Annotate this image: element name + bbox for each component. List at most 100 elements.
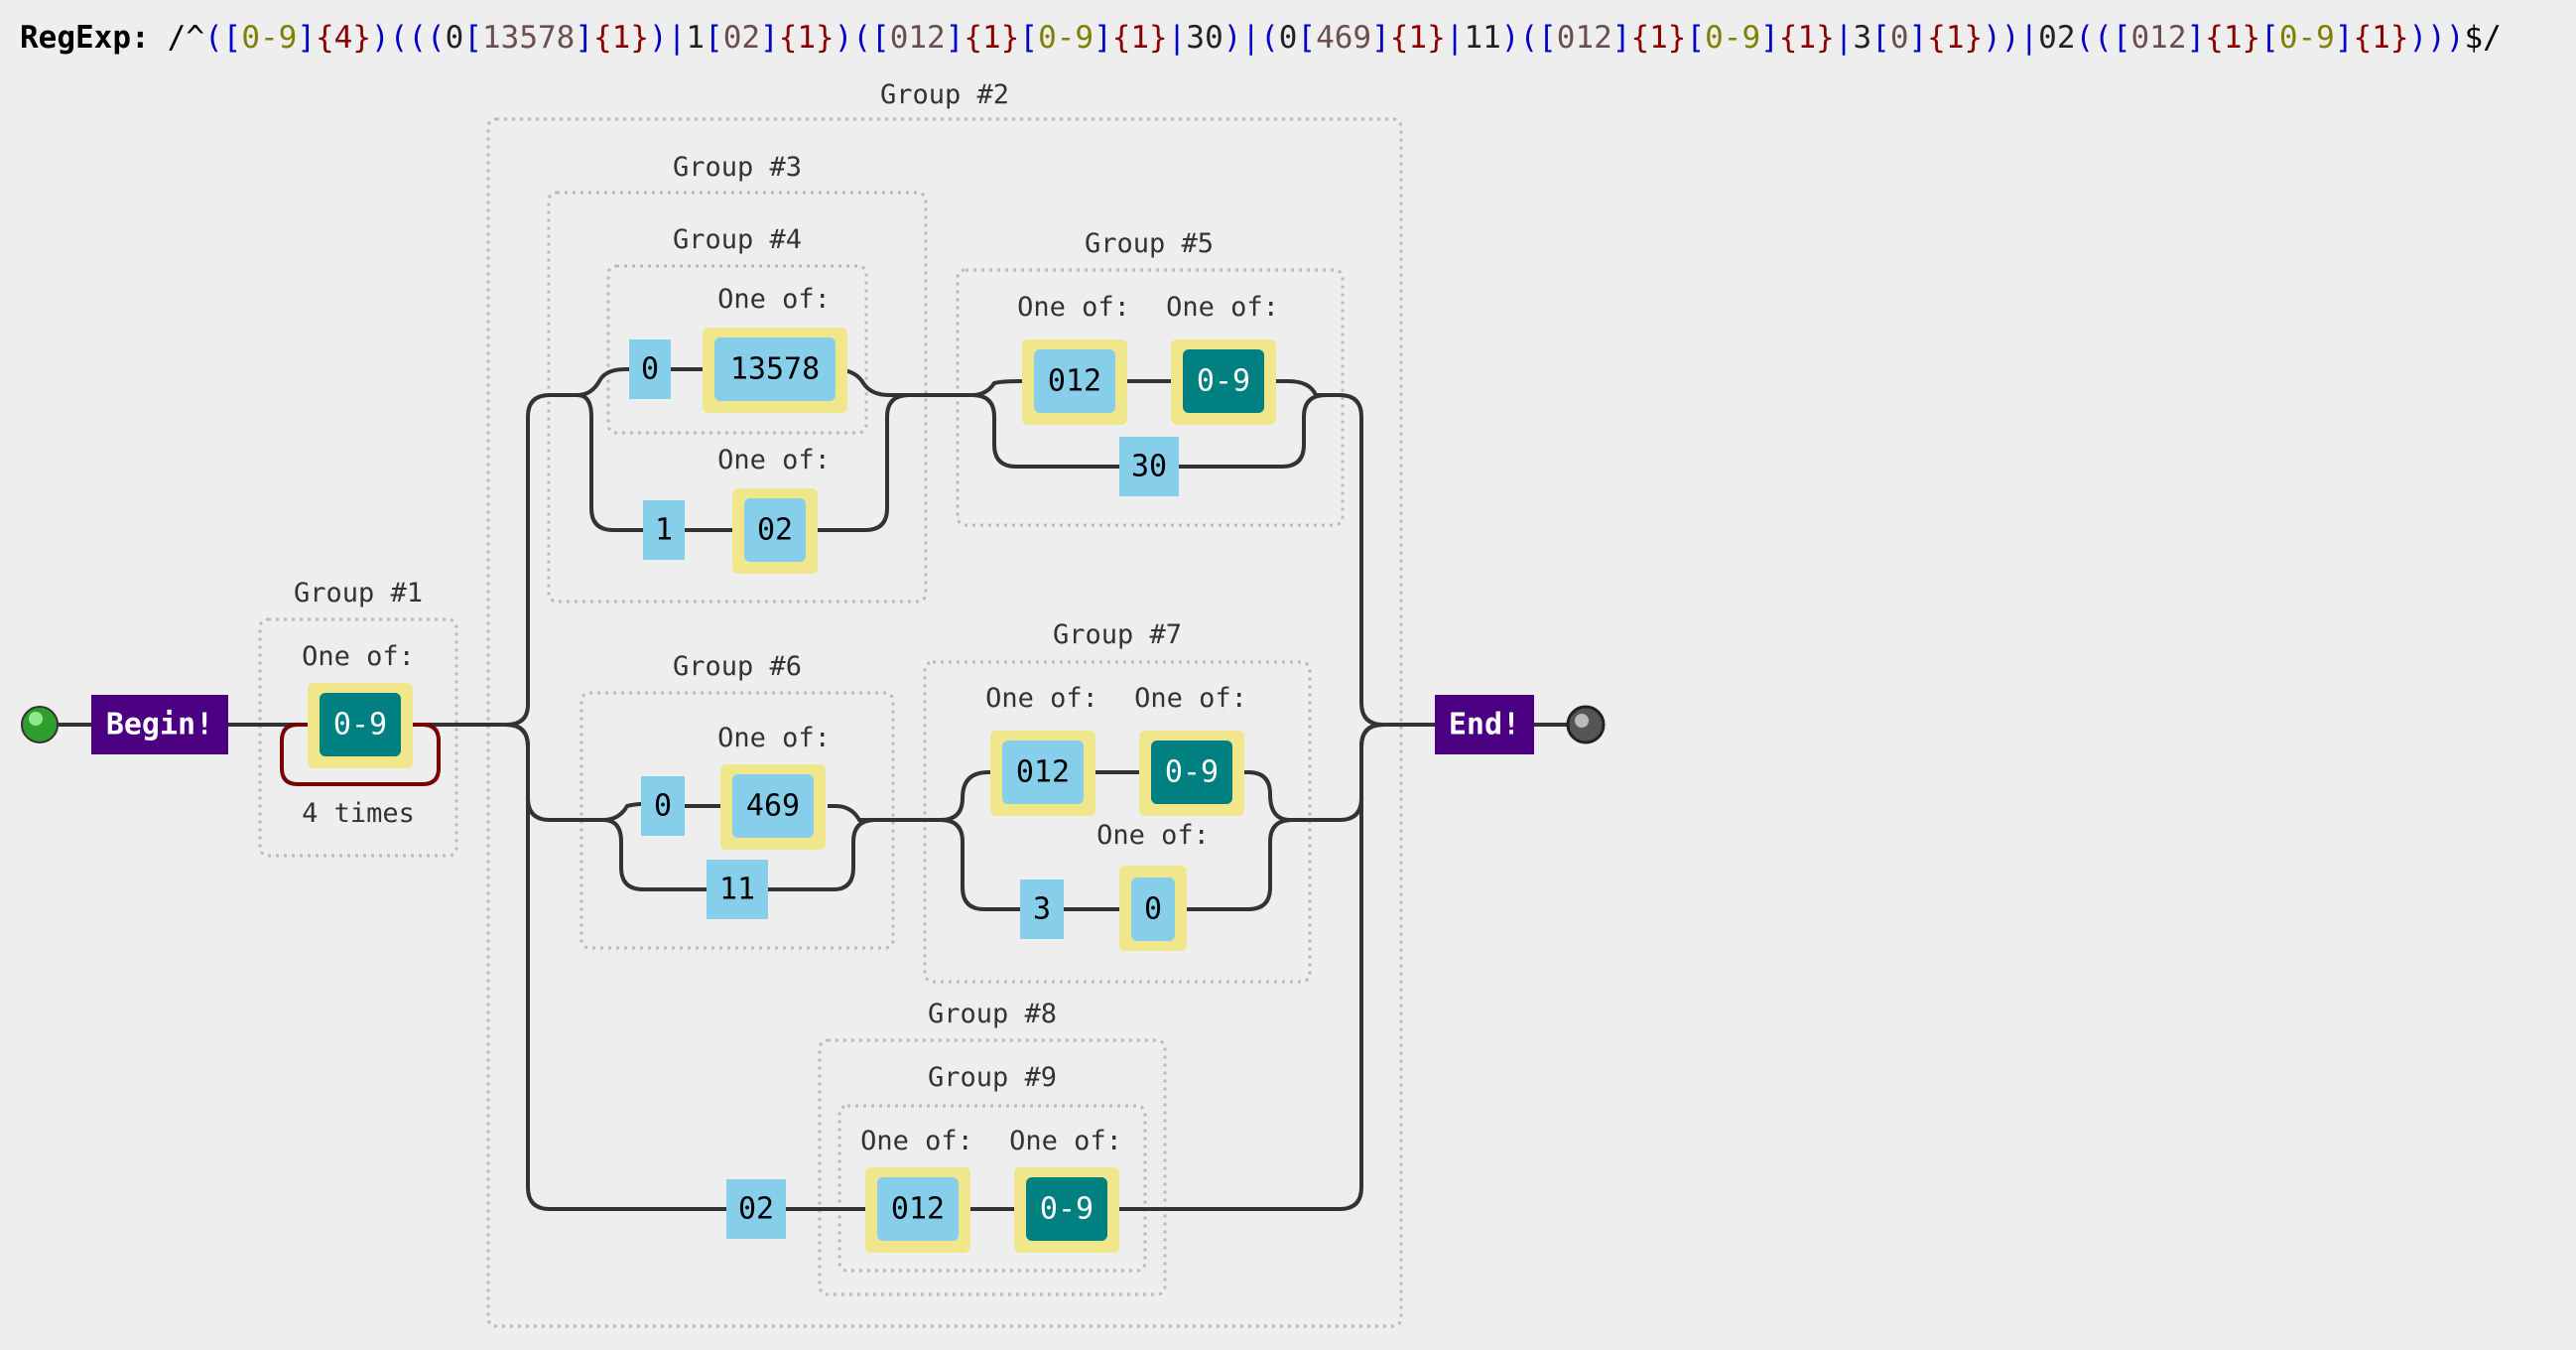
regexp-token: [ xyxy=(2260,20,2279,56)
group-1-box xyxy=(258,617,458,858)
g5-one-of-2: One of: xyxy=(1166,292,1279,323)
regexp-token: ] xyxy=(1371,20,1390,56)
regexp-token: 1 xyxy=(686,20,706,56)
g5-literal-30 xyxy=(1119,437,1179,496)
regexp-token: [ xyxy=(1538,20,1557,56)
g4-literal-1 xyxy=(643,500,685,560)
regexp-expression: /^([0-9]{4})(((0[13578]{1})|1[02]{1})([0… xyxy=(168,20,2502,56)
g5-charset-012-inner xyxy=(1034,349,1115,413)
g7-range-text: 0-9 xyxy=(1165,755,1219,790)
regexp-token: {1} xyxy=(964,20,1020,56)
regexp-token: 0 xyxy=(1889,20,1909,56)
regexp-token: ] xyxy=(2186,20,2206,56)
g9-charset-012-inner xyxy=(877,1177,959,1241)
g8-literal-02 xyxy=(726,1179,786,1239)
regexp-token: ( xyxy=(1519,20,1539,56)
regexp-token: ] xyxy=(575,20,594,56)
regexp-token: | xyxy=(1241,20,1261,56)
regexp-token: ) xyxy=(1223,20,1242,56)
group-4-box xyxy=(606,264,868,435)
start-dot-icon xyxy=(21,706,59,743)
g8-literal-02-text: 02 xyxy=(738,1192,774,1227)
g4-literal-0-text: 0 xyxy=(641,352,659,387)
regexp-token: ) xyxy=(2000,20,2020,56)
g4-literal-1-text: 1 xyxy=(655,513,673,548)
regexp-token: | xyxy=(1167,20,1187,56)
regexp-token: [ xyxy=(705,20,723,56)
regexp-token: [ xyxy=(222,20,242,56)
group-6-label: Group #6 xyxy=(673,651,802,682)
g4-literal-0 xyxy=(629,339,671,399)
regexp-token: [ xyxy=(1871,20,1890,56)
regexp-token: ) xyxy=(1983,20,2001,56)
regexp-token: 012 xyxy=(2130,20,2187,56)
group-5-box xyxy=(956,268,1345,527)
connectors xyxy=(40,367,1568,1211)
g6-literal-0 xyxy=(641,776,685,836)
regexp-token: [ xyxy=(463,20,483,56)
group-9-box xyxy=(837,1104,1147,1273)
regexp-token: ] xyxy=(297,20,316,56)
regexp-token: ) xyxy=(1500,20,1520,56)
regexp-token: 0-9 xyxy=(1705,20,1761,56)
regexp-token: ( xyxy=(1260,20,1279,56)
regexp-token: {1} xyxy=(778,20,835,56)
g9-one-of-1: One of: xyxy=(860,1126,973,1156)
regexp-token: ] xyxy=(1908,20,1928,56)
regexp-token: 0-9 xyxy=(1038,20,1095,56)
regexp-token: 30 xyxy=(1186,20,1224,56)
g6-charset-469-inner xyxy=(732,774,814,838)
regexp-token: 3 xyxy=(1853,20,1872,56)
regexp-token: ( xyxy=(203,20,223,56)
g6-literal-0-text: 0 xyxy=(654,789,672,824)
g4-one-of-1: One of: xyxy=(717,284,831,315)
regexp-token: 02 xyxy=(2038,20,2076,56)
regexp-token: ( xyxy=(852,20,872,56)
regexp-token: ] xyxy=(1094,20,1112,56)
group-2-label: Group #2 xyxy=(880,79,1009,110)
regexp-token: ((( xyxy=(389,20,446,56)
g9-range-text: 0-9 xyxy=(1040,1192,1094,1227)
g5-one-of-1: One of: xyxy=(1017,292,1130,323)
g4-charset-02-text: 02 xyxy=(757,513,793,548)
g9-charset-012-text: 012 xyxy=(891,1192,945,1227)
regexp-token: {1} xyxy=(593,20,650,56)
regexp-token: | xyxy=(667,20,687,56)
regexp-token: 012 xyxy=(1556,20,1612,56)
g6-charset-469-text: 469 xyxy=(746,789,800,824)
g7-one-of-1: One of: xyxy=(985,683,1098,714)
end-dot-highlight xyxy=(1575,714,1589,728)
g1-one-of: One of: xyxy=(302,641,415,672)
g9-one-of-2: One of: xyxy=(1009,1126,1122,1156)
group-8-label: Group #8 xyxy=(928,999,1057,1029)
regexp-token: | xyxy=(1445,20,1465,56)
start-dot-highlight xyxy=(29,712,43,726)
regexp-token: {4} xyxy=(316,20,371,56)
group-7-label: Group #7 xyxy=(1053,619,1182,650)
regexp-token: [ xyxy=(871,20,890,56)
regexp-token: ] xyxy=(1760,20,1779,56)
group-5-label: Group #5 xyxy=(1085,228,1214,259)
g5-charset-012-text: 012 xyxy=(1048,364,1101,399)
regexp-token: 11 xyxy=(1464,20,1501,56)
g7-one-of-2: One of: xyxy=(1134,683,1247,714)
regexp-token: /^ xyxy=(167,20,204,56)
group-1-label: Group #1 xyxy=(294,578,423,608)
regexp-token: ))) xyxy=(2408,20,2465,56)
regexp-token: [ xyxy=(1686,20,1706,56)
g7-charset-012-text: 012 xyxy=(1016,755,1070,790)
regexp-token: ] xyxy=(760,20,779,56)
begin-terminal xyxy=(91,695,228,754)
regexp-token: {1} xyxy=(2353,20,2409,56)
g7-charset-012-inner xyxy=(1002,741,1084,804)
g5-literal-30-text: 30 xyxy=(1131,450,1167,484)
g7-literal-3-text: 3 xyxy=(1033,892,1051,927)
regexp-token: ) xyxy=(371,20,390,56)
regexp-token: [ xyxy=(1297,20,1317,56)
group-8-box xyxy=(818,1038,1167,1296)
g7-charset-0-inner xyxy=(1131,878,1175,941)
regexp-token: [ xyxy=(2112,20,2131,56)
g9-range-inner xyxy=(1026,1177,1107,1241)
g7-charset-0-text: 0 xyxy=(1144,892,1162,927)
